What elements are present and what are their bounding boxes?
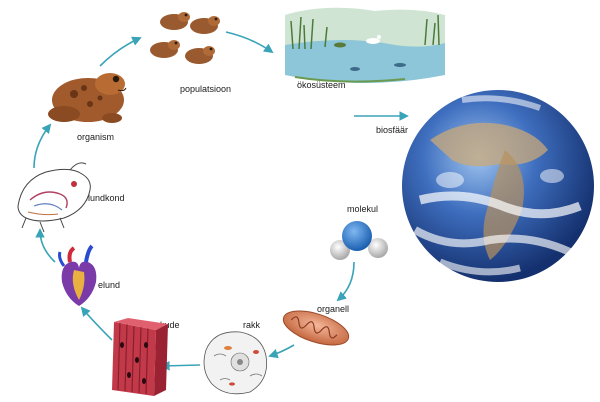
mitochondrion-icon [282, 310, 350, 346]
label-organell: organell [317, 304, 349, 314]
earth-globe-icon [402, 90, 594, 282]
label-elund: elund [98, 280, 120, 290]
arrow-organism-to-populatsioon [99, 36, 142, 67]
pond-ecosystem-icon [285, 7, 445, 83]
frog-group-icon [150, 12, 220, 64]
label-rakk: rakk [243, 320, 261, 330]
label-populatsioon: populatsioon [180, 84, 231, 94]
heart-icon [58, 244, 97, 306]
arrow-molekul-to-organell [336, 261, 355, 302]
arrow-organell-to-rakk [268, 344, 295, 359]
label-molekul: molekul [347, 204, 378, 214]
label-organism: organism [77, 132, 114, 142]
arrow-rakk-to-kude [160, 360, 201, 371]
arrow-populatsioon-to-okosusteem [225, 31, 274, 54]
muscle-tissue-icon [112, 318, 168, 396]
animal-cell-icon [203, 331, 268, 395]
label-kude: kude [160, 320, 180, 330]
arrow-elundkond-to-organism [33, 123, 52, 169]
water-molecule-icon [330, 221, 388, 260]
cycle-arrows [33, 31, 409, 371]
arrow-kude-to-elund [80, 306, 113, 341]
label-okosusteem: ökosüsteem [297, 80, 346, 90]
label-biosfaar: biosfäär [376, 125, 408, 135]
frog-icon [48, 73, 127, 123]
label-elundkond: elundkond [83, 193, 125, 203]
arrow-elund-to-elundkond [35, 228, 56, 263]
frog-organ-system-icon [17, 162, 91, 233]
